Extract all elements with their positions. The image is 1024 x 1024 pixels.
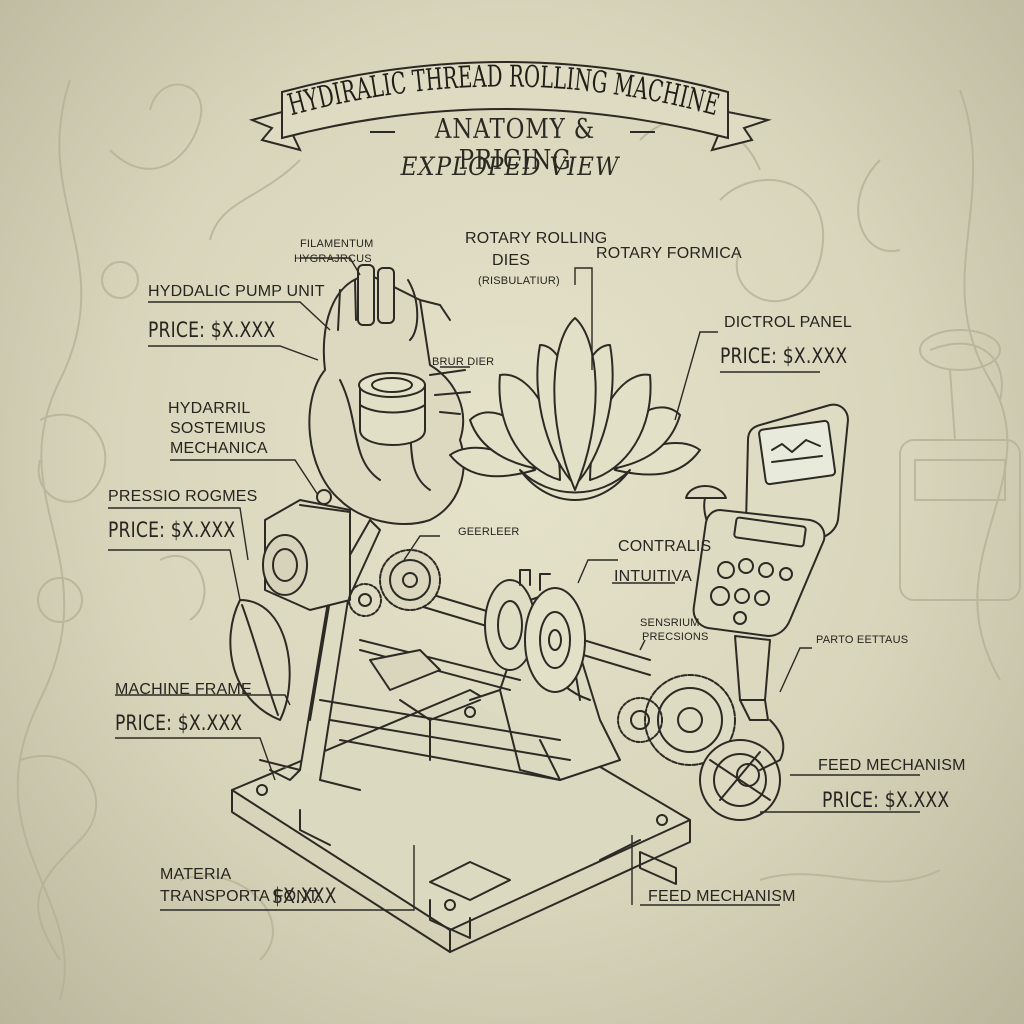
- label-precsions: PRECSIONS: [642, 631, 709, 643]
- label-hygrajrcus: HYGRAJRCUS: [294, 253, 372, 265]
- price-pressio-rogmes: PRICE: $X.XXX: [108, 518, 236, 542]
- price-machine-frame: PRICE: $X.XXX: [115, 711, 243, 735]
- label-pressio-rogmes: PRESSIO ROGMES: [108, 488, 258, 505]
- background-vine-flourishes: [16, 79, 1021, 1001]
- view-label: EXPLOPED VIEW: [400, 152, 620, 181]
- title-banner: [248, 61, 772, 152]
- label-rotary-formica: ROTARY FORMICA: [596, 245, 742, 262]
- label-sostemius: SOSTEMIUS: [170, 420, 267, 437]
- label-sensrium: SENSRIUM: [640, 617, 700, 629]
- control-panel-drawing: [692, 403, 849, 721]
- label-feed-mechanism-right: FEED MECHANISM: [818, 757, 966, 774]
- mushroom: [685, 485, 727, 499]
- price-feed-mechanism: PRICE: $X.XXX: [822, 788, 950, 812]
- label-contralis: CONTRALIS: [618, 538, 712, 555]
- label-risbulatiur: (RISBULATIUR): [478, 275, 560, 287]
- feed-gear-small: [617, 697, 663, 743]
- price-control-panel: PRICE: $X.XXX: [720, 344, 848, 368]
- label-control-panel: DICTROL PANEL: [724, 314, 852, 331]
- label-pump-unit: HYDDALIC PUMP UNIT: [148, 283, 325, 300]
- label-filamentum: FILAMENTUM: [300, 238, 374, 250]
- label-materia: MATERIA: [160, 866, 232, 883]
- label-feed-mechanism-bottom: FEED MECHANISM: [648, 888, 796, 905]
- label-dies: DIES: [492, 252, 531, 269]
- machine-drawing: [229, 264, 849, 953]
- subtitle: ANATOMY & PRICING: [434, 114, 596, 176]
- label-rotary-rolling: ROTARY ROLLING: [465, 230, 608, 247]
- piston: [359, 384, 426, 446]
- lotus-rolling-die: [449, 317, 701, 501]
- callout-leader-lines: [108, 257, 920, 911]
- price-transporta: $X.XXX: [272, 884, 337, 908]
- label-geerleer: GEERLEER: [458, 526, 520, 538]
- label-intuitiva: INTUITIVA: [614, 568, 692, 585]
- rolling-die-right: [524, 587, 586, 693]
- label-brur-dier: BRUR DIER: [432, 356, 495, 368]
- label-mechanica: MECHANICA: [170, 440, 268, 457]
- label-parto-eettaus: PARTO EETTAUS: [816, 634, 909, 646]
- label-transporta-font: TRANSPORTA FONT:: [160, 888, 321, 905]
- label-hydarril: HYDARRIL: [168, 400, 251, 417]
- label-machine-frame: MACHINE FRAME: [115, 681, 252, 698]
- price-pump-unit: PRICE: $X.XXX: [148, 318, 276, 342]
